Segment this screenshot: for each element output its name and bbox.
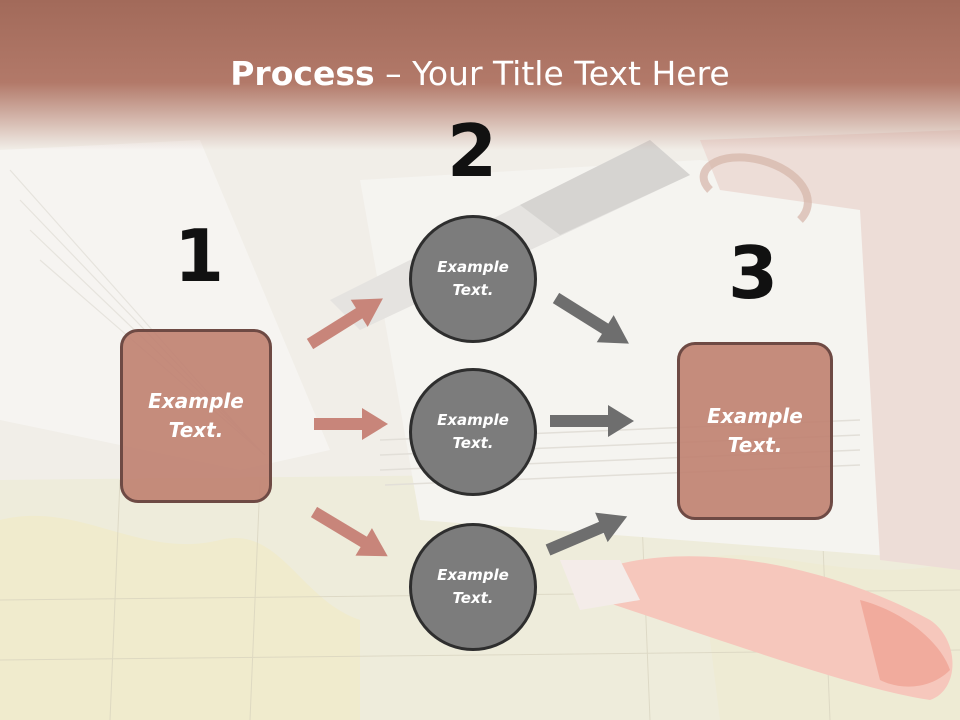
step-number-2: 2 (446, 109, 498, 193)
arrow-right-top (552, 292, 629, 344)
step-number-3: 3 (727, 231, 779, 315)
process-circle-bottom-text: Example Text. (437, 566, 509, 607)
arrow-left-top (306, 298, 383, 350)
arrow-left-middle (314, 408, 388, 440)
title-rest: – Your Title Text Here (374, 54, 730, 93)
slide-title: Process – Your Title Text Here (0, 52, 960, 96)
arrow-right-bottom (545, 512, 628, 556)
title-bold: Process (230, 54, 375, 93)
process-circle-middle: Example Text. (409, 368, 537, 496)
process-circle-bottom: Example Text. (409, 523, 537, 651)
title-band (0, 0, 960, 150)
arrow-right-middle (550, 405, 634, 437)
process-box-right: Example Text. (677, 342, 833, 520)
process-box-right-text: Example Text. (707, 404, 803, 457)
process-circle-top: Example Text. (409, 215, 537, 343)
step-number-1: 1 (173, 214, 225, 298)
arrow-left-bottom (310, 506, 388, 557)
process-box-left-text: Example Text. (148, 389, 244, 442)
process-circle-middle-text: Example Text. (437, 411, 509, 452)
process-circle-top-text: Example Text. (437, 258, 509, 299)
process-box-left: Example Text. (120, 329, 272, 503)
